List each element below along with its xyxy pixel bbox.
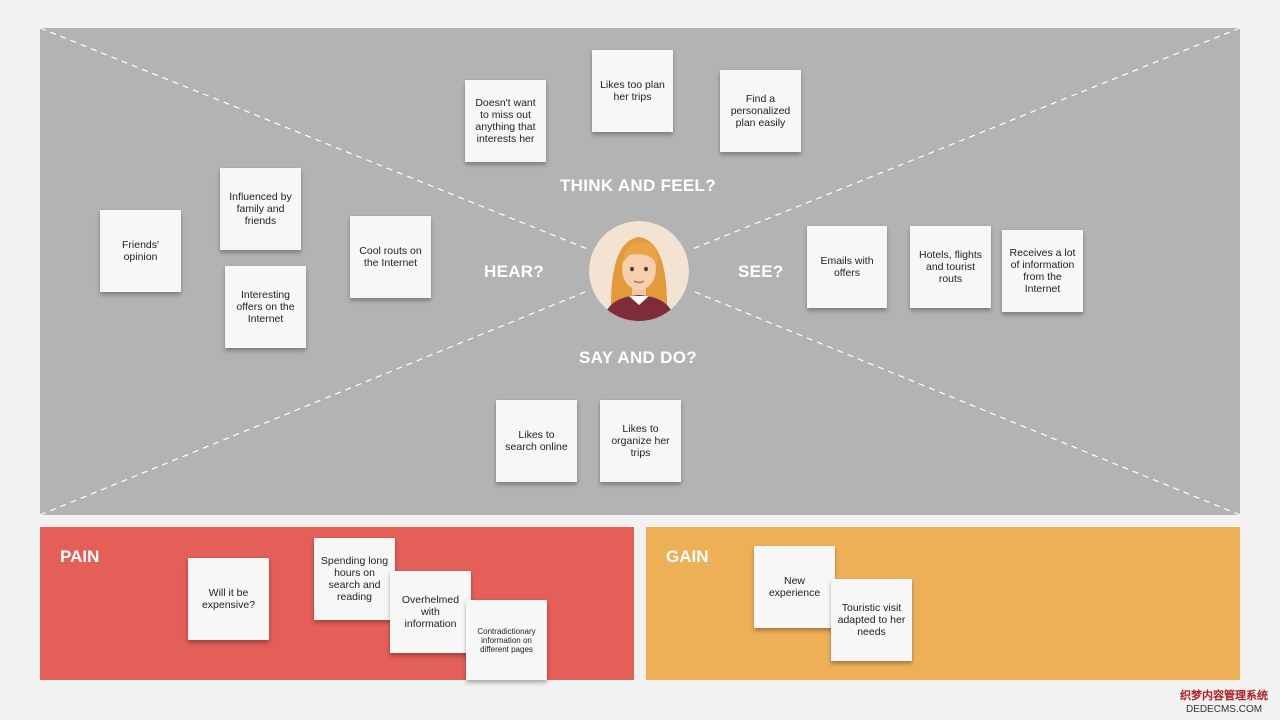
see-label: SEE? (738, 262, 784, 281)
pain-panel: PAIN Will it be expensive? Spending long… (40, 527, 634, 680)
sticky-note: Spending long hours on search and readin… (314, 538, 395, 620)
sticky-note: Doesn't want to miss out anything that i… (465, 80, 546, 162)
watermark-line2: DEDECMS.COM (1185, 704, 1263, 715)
sticky-note: Friends' opinion (100, 210, 181, 292)
sticky-note: Likes to organize her trips (600, 400, 681, 482)
sticky-note: New experience (754, 546, 835, 628)
sticky-note: Contradictionary information on differen… (466, 600, 547, 680)
empathy-map: THINK AND FEEL? HEAR? SEE? SAY AND DO? D… (40, 28, 1240, 515)
sticky-note: Emails with offers (807, 226, 887, 308)
sticky-note: Find a personalized plan easily (720, 70, 801, 152)
hear-label: HEAR? (484, 262, 545, 281)
watermark-line1: 织梦内容管理系统 (1180, 690, 1268, 702)
gain-title: GAIN (666, 547, 709, 566)
sticky-note: Interesting offers on the Internet (225, 266, 306, 348)
sticky-note: Touristic visit adapted to her needs (831, 579, 912, 661)
pain-title: PAIN (60, 547, 100, 566)
sticky-note: Receives a lot of information from the I… (1002, 230, 1083, 312)
persona-avatar (589, 221, 689, 321)
sticky-note: Likes to search online (496, 400, 577, 482)
sticky-note: Will it be expensive? (188, 558, 269, 640)
sticky-note: Likes too plan her trips (592, 50, 673, 132)
sticky-note: Hotels, flights and tourist routs (910, 226, 991, 308)
quadrant-dividers (40, 28, 1240, 515)
think-and-feel-label: THINK AND FEEL? (560, 176, 716, 195)
watermark: 织梦内容管理系统 DEDECMS.COM (1180, 690, 1268, 716)
sticky-note: Cool routs on the Internet (350, 216, 431, 298)
gain-panel: GAIN New experience Touristic visit adap… (646, 527, 1240, 680)
sticky-note: Overhelmed with information (390, 571, 471, 653)
sticky-note: Influenced by family and friends (220, 168, 301, 250)
say-and-do-label: SAY AND DO? (579, 348, 697, 367)
